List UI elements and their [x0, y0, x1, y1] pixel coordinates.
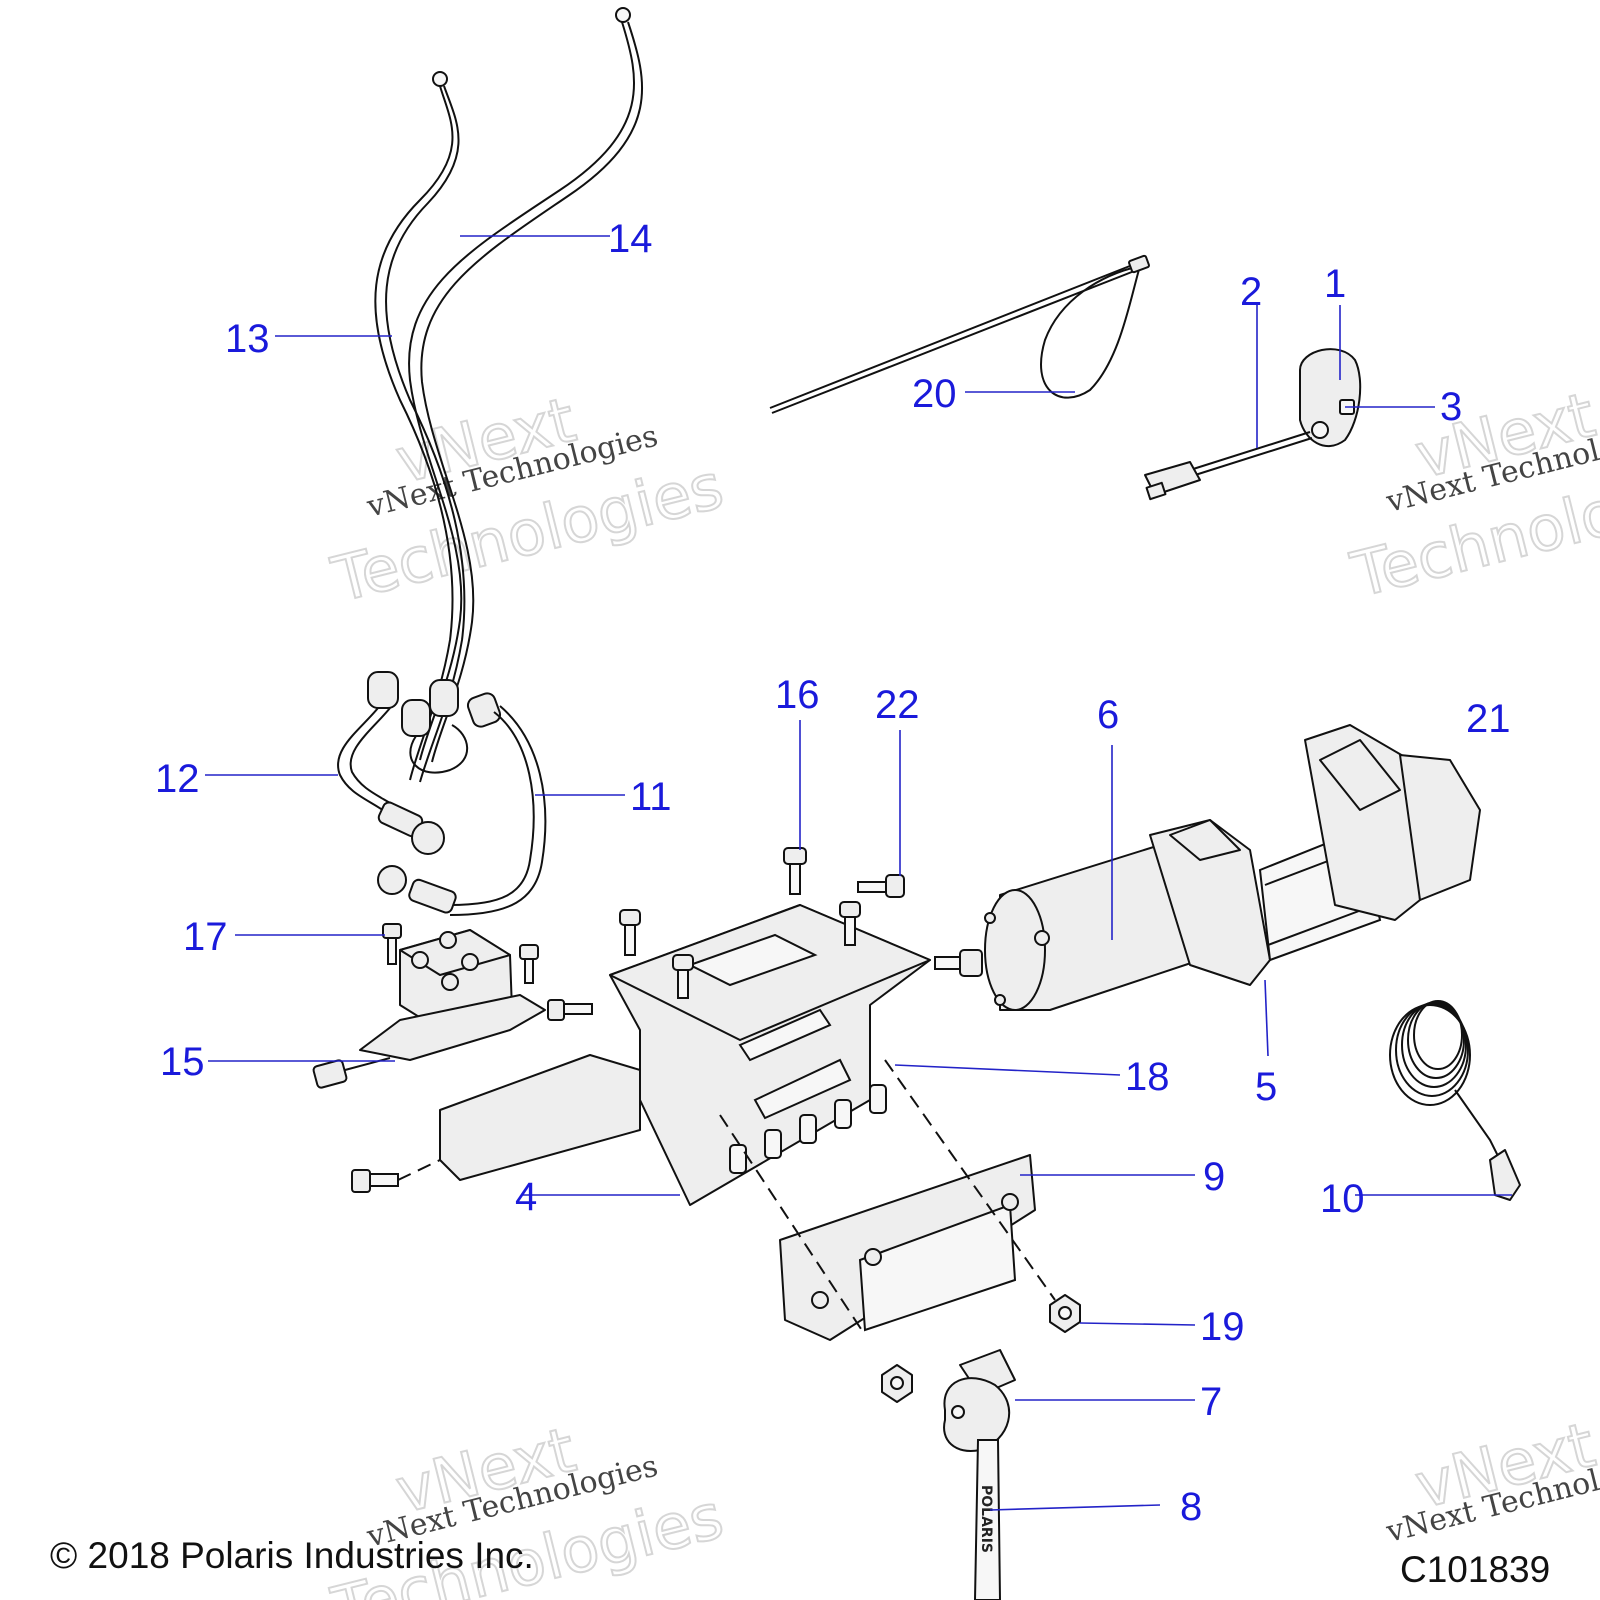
- copyright-notice: © 2018 Polaris Industries Inc.: [50, 1535, 534, 1576]
- strap-8: POLARIS: [973, 1439, 1002, 1600]
- winch-gearbox-21: [1304, 724, 1481, 921]
- watermark-top-left: vNext vNext Technologies Technologies: [324, 382, 731, 618]
- callout-4: 4: [515, 1175, 537, 1219]
- bolt-plate-right: [839, 901, 861, 946]
- callout-1: 1: [1324, 262, 1346, 306]
- mount-plate-4: [609, 904, 931, 1206]
- callout-9: 9: [1203, 1155, 1225, 1199]
- watermark-bottom-right: vNext vNext Technologies: [1382, 1407, 1600, 1550]
- bolt-16: [783, 847, 807, 895]
- callout-10: 10: [1320, 1177, 1365, 1221]
- callout-19: 19: [1200, 1305, 1245, 1349]
- callout-21: 21: [1466, 697, 1511, 741]
- leader-lines: [205, 235, 1512, 1511]
- callout-22: 22: [875, 683, 920, 727]
- bolt-plate-left: [619, 909, 641, 956]
- bolt-motor: [934, 949, 983, 977]
- callout-5: 5: [1255, 1065, 1277, 1109]
- callout-numbers: 1 2 3 4 5 6 7 8 9 10 11 12 13 14 15 16 1…: [155, 217, 1511, 1529]
- fairlead-9: [719, 1059, 1056, 1341]
- bolt-17: [382, 923, 402, 965]
- callout-15: 15: [160, 1040, 205, 1084]
- cable-11: [377, 692, 547, 916]
- callout-3: 3: [1440, 385, 1462, 429]
- switch-harness-2: [1144, 431, 1313, 501]
- callout-12: 12: [155, 757, 200, 801]
- callout-6: 6: [1097, 693, 1119, 737]
- callout-18: 18: [1125, 1055, 1170, 1099]
- winch-cable-10: [1389, 1000, 1521, 1201]
- nut-19-left: [881, 1364, 913, 1403]
- strap-label: POLARIS: [978, 1485, 994, 1553]
- winch-motor-6: [984, 844, 1201, 1011]
- battery-cable-14: [408, 7, 644, 763]
- callout-17: 17: [183, 915, 228, 959]
- callout-11: 11: [630, 775, 672, 819]
- solenoid-15: [312, 929, 546, 1089]
- callout-8: 8: [1180, 1485, 1202, 1529]
- callout-14: 14: [608, 217, 653, 261]
- diagram-code: C101839: [1400, 1549, 1550, 1590]
- mount-extension: [439, 1054, 641, 1181]
- cable-tie-20: [769, 254, 1150, 414]
- winch-switch-1: [1299, 348, 1362, 447]
- nut-19-right: [1049, 1294, 1081, 1333]
- callout-20: 20: [912, 372, 957, 416]
- bolt-plate-front: [672, 954, 694, 999]
- bolt-small-solenoid: [519, 944, 539, 984]
- cable-12: [337, 671, 469, 855]
- callout-7: 7: [1200, 1380, 1222, 1424]
- callout-13: 13: [225, 317, 270, 361]
- bolt-horizontal-left: [547, 999, 593, 1021]
- bolt-22: [857, 874, 905, 898]
- callout-2: 2: [1240, 270, 1262, 314]
- hook-7: [943, 1349, 1016, 1452]
- callout-16: 16: [775, 673, 820, 717]
- bolt-horizontal-bottom: [351, 1159, 441, 1193]
